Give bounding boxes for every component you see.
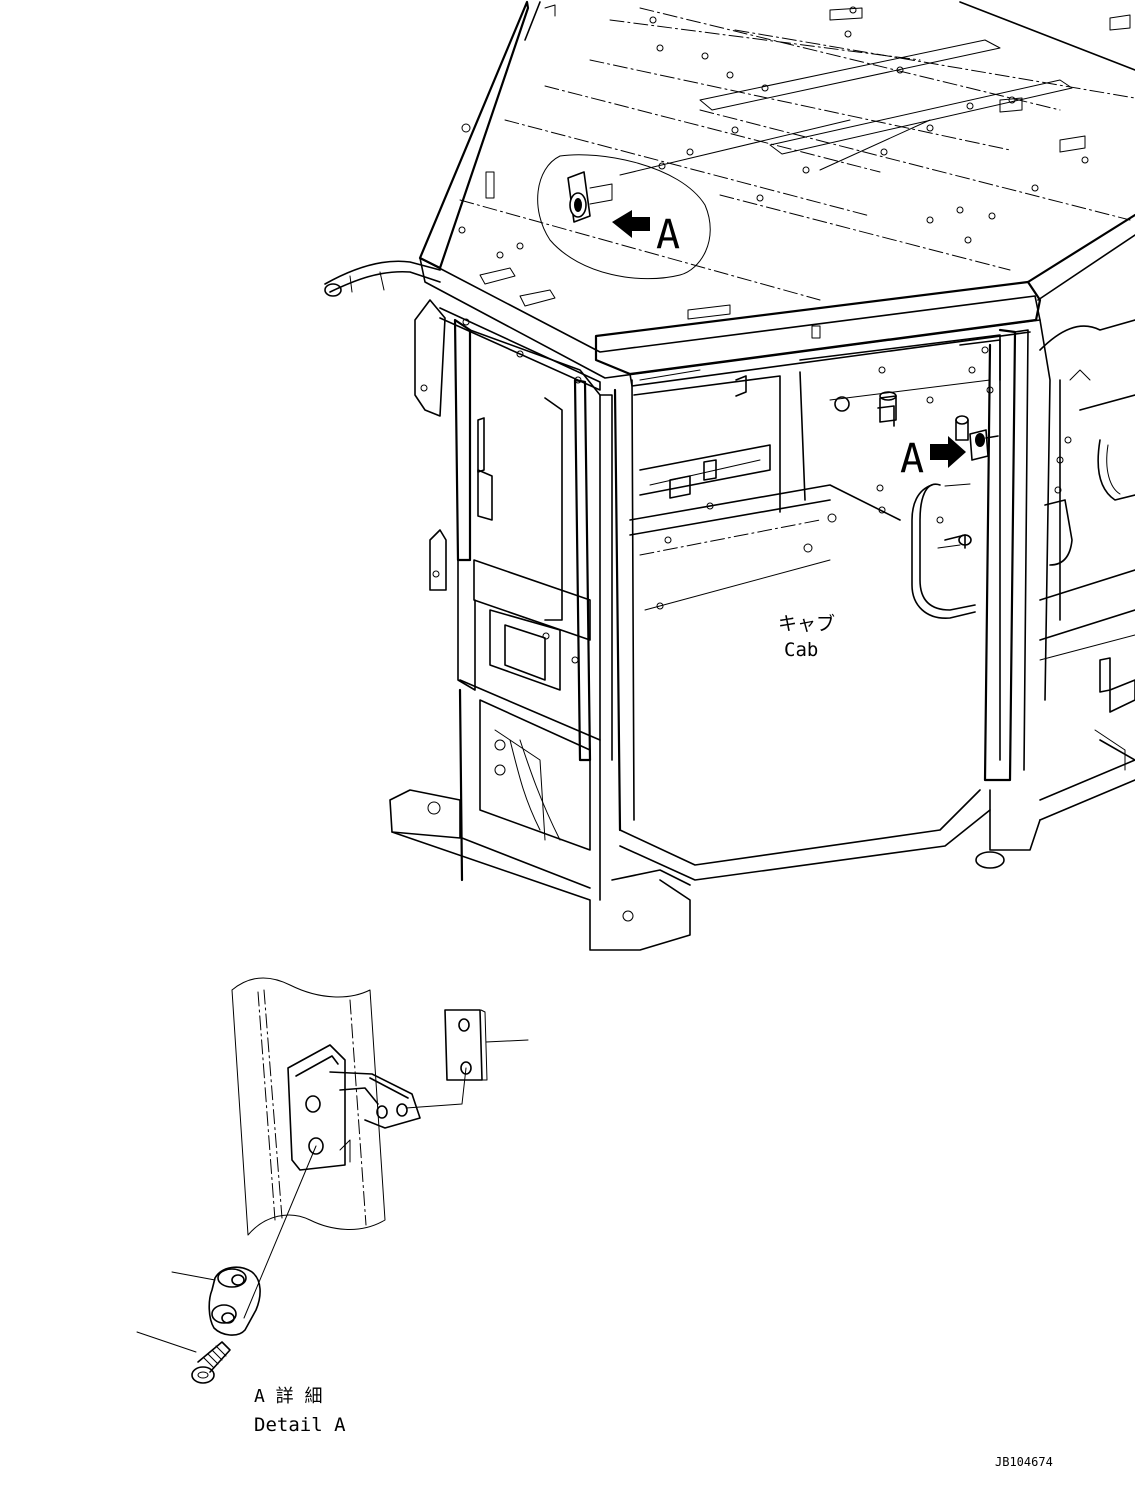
detail-callout-top: A bbox=[537, 154, 711, 280]
detail-label-jp: A 詳 細 bbox=[254, 1386, 323, 1407]
cab-left-pillar bbox=[324, 260, 613, 901]
cab-label-en: Cab bbox=[784, 639, 818, 661]
arrow-icon bbox=[930, 436, 966, 468]
detail-label-en: Detail A bbox=[254, 1414, 346, 1436]
cab-rear-wall bbox=[613, 319, 1135, 832]
arrow-icon bbox=[612, 210, 650, 238]
detail-a-view bbox=[136, 977, 529, 1384]
roof-bolts bbox=[458, 6, 1089, 259]
cab-label-jp: キャブ bbox=[778, 612, 835, 635]
detail-callout-right: A bbox=[900, 429, 999, 482]
drawing-number: JB104674 bbox=[995, 1455, 1053, 1469]
marker-a-right: A bbox=[900, 436, 924, 482]
marker-a-top: A bbox=[656, 212, 680, 258]
cab-roof bbox=[418, 0, 1135, 387]
cab-base bbox=[389, 484, 1135, 951]
